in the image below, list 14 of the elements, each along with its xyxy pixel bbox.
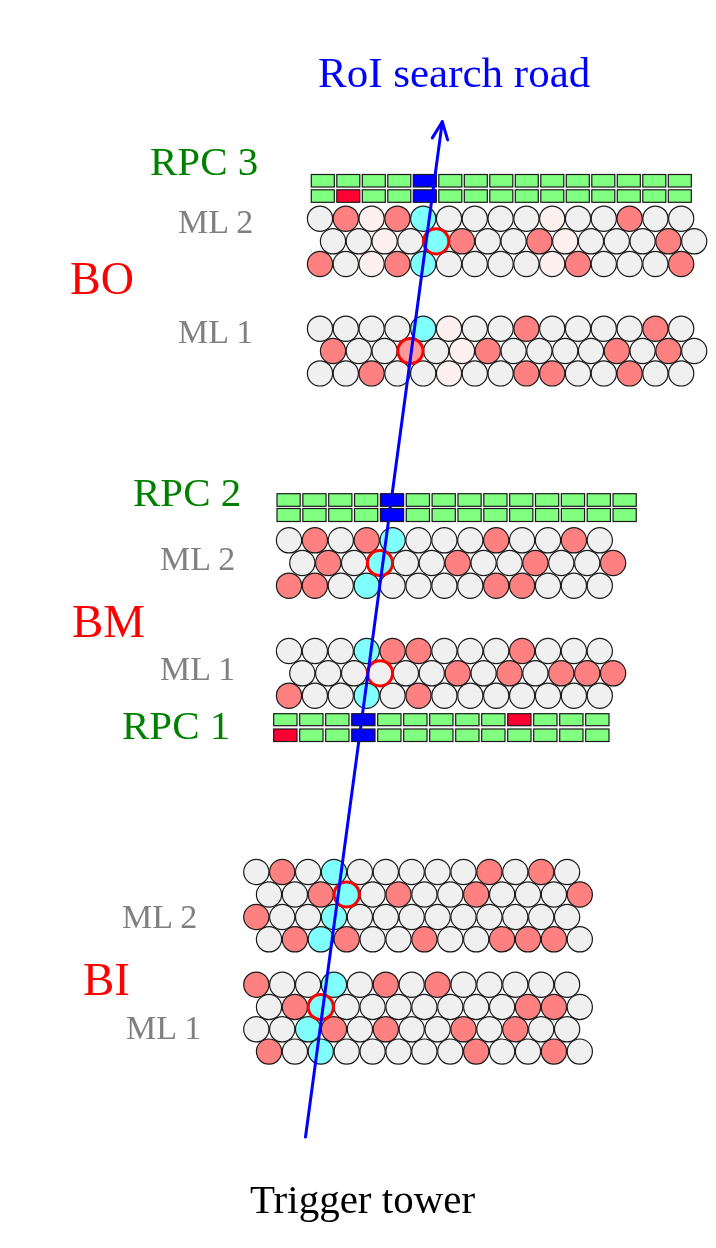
rpc-label: RPC 2 [133, 471, 242, 513]
multilayer-label: ML 1 [178, 314, 254, 349]
chamber-label: BI [83, 955, 130, 1003]
rpc-label: RPC 1 [122, 704, 231, 746]
multilayer-label: ML 2 [160, 541, 236, 576]
road-label: RoI search road [318, 51, 591, 94]
multilayer-label: ML 1 [126, 1010, 202, 1045]
multilayer-label: ML 1 [160, 651, 236, 686]
chamber-label: BO [70, 256, 134, 303]
multilayer-label: ML 2 [122, 899, 198, 934]
rpc-label: RPC 3 [150, 140, 259, 182]
tower-label: Trigger tower [250, 1178, 476, 1220]
multilayer-label: ML 2 [178, 204, 254, 239]
chamber-label: BM [72, 597, 146, 645]
